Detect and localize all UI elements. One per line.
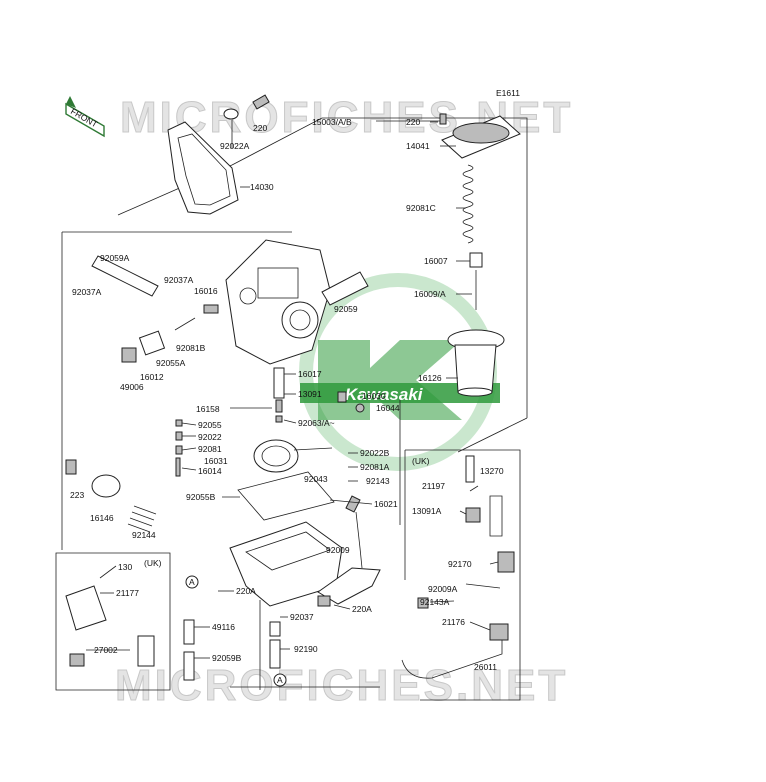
label-16012: 16012: [140, 372, 164, 382]
label-220-a: 220: [253, 123, 267, 133]
diaphragm-16126: [447, 329, 505, 397]
watermark-bottom: MICROFICHES.NET: [115, 661, 568, 710]
label-16044: 16044: [376, 403, 400, 413]
label-16009A: 16009/A: [414, 289, 446, 299]
label-130: 130: [118, 562, 132, 572]
jet-column: [175, 367, 365, 477]
label-16014: 16014: [198, 466, 222, 476]
leader-lines: [86, 120, 501, 659]
cable-bracket: [317, 567, 381, 607]
label-16017: 16017: [298, 369, 322, 379]
label-26011: 26011: [474, 662, 497, 672]
label-220A-1: 220A: [236, 586, 256, 596]
label-92037A-1: 92037A: [72, 287, 102, 297]
label-92022: 92022: [198, 432, 222, 442]
label-92190: 92190: [294, 644, 318, 654]
label-92143: 92143: [366, 476, 390, 486]
screw-223: [65, 459, 77, 475]
label-92009A: 92009A: [428, 584, 458, 594]
label-16158: 16158: [196, 404, 220, 414]
label-13091: 13091: [298, 389, 322, 399]
label-16007: 16007: [424, 256, 448, 266]
label-16016: 16016: [194, 286, 218, 296]
front-arrow-icon: FRONT: [65, 96, 105, 138]
label-92063A: 92063/A~: [298, 418, 335, 428]
insulator-16031: [253, 439, 333, 473]
uk-box-right: (UK): [401, 455, 515, 679]
cover-14030: [167, 121, 239, 215]
label-92081: 92081: [198, 444, 222, 454]
ref-code: E1611: [496, 88, 520, 98]
label-92059: 92059: [334, 304, 358, 314]
ref-marker-top: A: [189, 577, 195, 587]
label-92037A-2: 92037A: [164, 275, 194, 285]
label-16126: 16126: [418, 373, 442, 383]
bolt-220-top: [223, 94, 270, 120]
label-92043: 92043: [304, 474, 328, 484]
label-220-b: 220: [406, 117, 420, 127]
label-27002: 27002: [94, 645, 118, 655]
tube-92059A: [91, 255, 159, 297]
label-16031: 16031: [204, 456, 228, 466]
label-92059A: 92059A: [100, 253, 130, 263]
label-92144: 92144: [132, 530, 156, 540]
uk-label-left: (UK): [144, 558, 162, 568]
carburetor-body: [225, 239, 369, 365]
label-16021: 16021: [374, 499, 398, 509]
label-16030: 16030: [362, 391, 386, 401]
label-21176: 21176: [442, 617, 465, 627]
label-223: 223: [70, 490, 84, 500]
label-92055B: 92055B: [186, 492, 216, 502]
label-92037: 92037: [290, 612, 314, 622]
idle-screw-16012: [121, 330, 166, 363]
label-92055: 92055: [198, 420, 222, 430]
spring-16146: [91, 474, 121, 498]
label-13270: 13270: [480, 466, 504, 476]
uk-box-left: (UK): [65, 558, 162, 667]
label-92059B: 92059B: [212, 653, 242, 663]
label-16146: 16146: [90, 513, 114, 523]
label-21197: 21197: [422, 481, 445, 491]
spring-92081C: [462, 164, 474, 244]
part-labels: 220 92022A 14030 15003/A/B 220 14041 920…: [70, 117, 504, 672]
top-cap-14041: [439, 113, 521, 159]
gasket-92055B: [237, 471, 335, 521]
label-92081C: 92081C: [406, 203, 436, 213]
label-21177: 21177: [116, 588, 139, 598]
label-14030: 14030: [250, 182, 274, 192]
boundary-lines: [55, 117, 528, 701]
uk-label-right: (UK): [412, 456, 430, 466]
choke-16021: [345, 495, 363, 569]
label-220A-2: 220A: [352, 604, 372, 614]
label-92081A: 92081A: [360, 462, 390, 472]
label-14041: 14041: [406, 141, 430, 151]
tubes-bottom: [183, 575, 287, 687]
needle-holder-16007: [469, 252, 483, 310]
label-49006: 49006: [120, 382, 144, 392]
screw-16016: [174, 304, 219, 331]
label-92081B: 92081B: [176, 343, 206, 353]
ref-marker-bottom: A: [277, 675, 283, 685]
label-92009: 92009: [326, 545, 350, 555]
label-92055A: 92055A: [156, 358, 186, 368]
label-92022A: 92022A: [220, 141, 250, 151]
label-49116: 49116: [212, 622, 235, 632]
label-15003: 15003/A/B: [312, 117, 352, 127]
label-92143A: 92143A: [420, 597, 450, 607]
logo-text: Kawasaki: [345, 385, 424, 404]
label-13091A: 13091A: [412, 506, 442, 516]
float-bowl: [229, 521, 343, 607]
spring-92144: [127, 505, 157, 533]
label-92170: 92170: [448, 559, 472, 569]
label-92022B: 92022B: [360, 448, 390, 458]
